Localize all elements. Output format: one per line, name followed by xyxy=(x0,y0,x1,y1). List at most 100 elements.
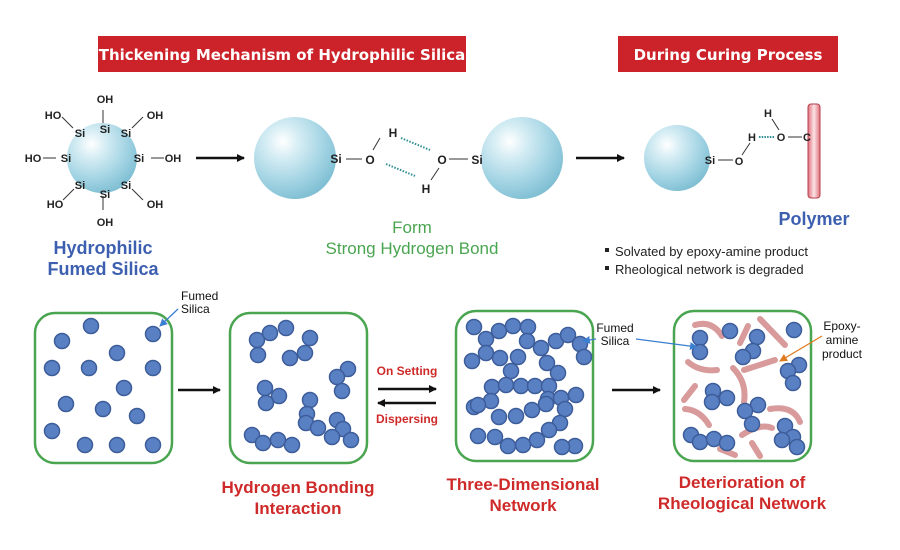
oh-lower-right: OH xyxy=(147,199,164,211)
network-silica-particle xyxy=(477,344,495,362)
polymer-label: Polymer xyxy=(778,209,849,229)
fumed-silica-particle xyxy=(144,325,162,343)
banner-curing-process: During Curing Process xyxy=(618,36,838,72)
clustered-silica-particle xyxy=(269,431,287,449)
clustered-silica-particle xyxy=(309,419,327,437)
strong-hydrogen-bond-label: Strong Hydrogen Bond xyxy=(326,239,499,258)
stage3-label-line2: Network xyxy=(489,496,557,515)
ho-upper-left: HO xyxy=(45,110,62,122)
hydrogen-bond-dash-top xyxy=(400,137,431,151)
h-top-label: H xyxy=(389,126,398,140)
stage-box-dispersed xyxy=(33,311,174,465)
fumed-silica-particle xyxy=(144,359,162,377)
callout-arrow-icon xyxy=(779,335,823,362)
hydrogen-bond-dash-bottom xyxy=(385,163,416,177)
bullet-icon xyxy=(605,266,609,270)
degraded-network-silica-particle xyxy=(788,438,806,456)
o-left-label: O xyxy=(365,153,374,167)
clustered-silica-particle xyxy=(333,382,351,400)
bullet-icon xyxy=(605,248,609,252)
si-curing-label: Si xyxy=(705,155,715,167)
bullet-solvated: Solvated by epoxy-amine product xyxy=(615,244,808,259)
callout-arrow-icon xyxy=(159,308,179,327)
callout-epoxy-1: Epoxy- xyxy=(823,319,860,333)
stage4-label-line1: Deterioration of xyxy=(679,473,806,492)
network-silica-particle xyxy=(526,377,544,395)
network-silica-particle xyxy=(469,396,487,414)
clustered-silica-particle xyxy=(281,349,299,367)
hydrogen-bond-pair: Si O H O Si H Form Strong Hydrogen Bond xyxy=(254,117,563,258)
network-silica-particle xyxy=(538,354,556,372)
degraded-network-silica-particle xyxy=(691,329,709,347)
clustered-silica-particle xyxy=(334,420,352,438)
degraded-network-silica-particle xyxy=(703,393,721,411)
fumed-silica-particle xyxy=(144,436,162,454)
hydrophilic-label: Hydrophilic xyxy=(53,238,152,258)
dispersing-label: Dispersing xyxy=(376,412,438,426)
clustered-silica-particle xyxy=(243,426,261,444)
fumed-silica-particle xyxy=(80,359,98,377)
si-left: Si xyxy=(61,153,71,165)
epoxy-amine-fragment xyxy=(717,446,738,458)
oh-top: OH xyxy=(97,94,114,106)
clustered-silica-particle xyxy=(296,344,314,362)
degraded-network-silica-particle xyxy=(721,322,739,340)
callout-epoxy-2: amine xyxy=(826,333,859,347)
network-silica-particle xyxy=(519,318,537,336)
fumed-silica-particle xyxy=(108,344,126,362)
si-lower-right: Si xyxy=(121,180,131,192)
callout-fumed-2: Fumed xyxy=(596,321,633,335)
callout-arrow-icon xyxy=(582,335,597,344)
network-silica-particle xyxy=(532,339,550,357)
clustered-silica-particle xyxy=(328,368,346,386)
network-silica-particle xyxy=(483,378,501,396)
hydrophilic-silica-molecule: OH Si HO Si OH Si HO Si Si OH Si Si Si H… xyxy=(25,94,182,279)
h-polymer-label: H xyxy=(764,108,772,120)
network-silica-particle xyxy=(469,427,487,445)
fumed-silica-particle xyxy=(115,379,133,397)
network-silica-particle xyxy=(575,348,593,366)
fumed-silica-particle xyxy=(57,395,75,413)
stage4-label-line2: Rheological Network xyxy=(658,494,827,513)
fumed-silica-particle xyxy=(128,407,146,425)
epoxy-amine-fragment xyxy=(767,405,803,425)
fumed-silica-label: Fumed Silica xyxy=(47,259,159,279)
fumed-silica-particle xyxy=(43,422,61,440)
degraded-network-silica-particle xyxy=(743,415,761,433)
epoxy-amine-fragment xyxy=(757,316,788,348)
clustered-silica-particle xyxy=(277,319,295,337)
fumed-silica-particle xyxy=(94,400,112,418)
o-curing-label: O xyxy=(735,156,744,168)
clustered-silica-particle xyxy=(257,394,275,412)
stage3-label-line1: Three-Dimensional xyxy=(446,475,599,494)
epoxy-amine-fragment xyxy=(692,320,725,339)
network-silica-particle xyxy=(523,401,541,419)
on-setting-label: On Setting xyxy=(377,364,438,378)
clustered-silica-particle xyxy=(256,379,274,397)
degraded-network-silica-particle xyxy=(736,402,754,420)
c-polymer-label: C xyxy=(803,132,811,144)
fumed-silica-particle xyxy=(108,436,126,454)
callout-silica-1: Silica xyxy=(181,302,210,316)
degraded-network-silica-particle xyxy=(734,348,752,366)
network-silica-particle xyxy=(463,352,481,370)
epoxy-amine-fragment xyxy=(741,357,778,373)
network-silica-particle xyxy=(502,362,520,380)
clustered-silica-particle xyxy=(261,324,279,342)
network-silica-particle xyxy=(499,437,517,455)
clustered-silica-particle xyxy=(301,329,319,347)
fumed-silica-particle xyxy=(43,359,61,377)
bullet-network-degraded: Rheological network is degraded xyxy=(615,262,804,277)
ho-left: HO xyxy=(25,153,42,165)
network-silica-particle xyxy=(549,364,567,382)
callout-arrow-icon xyxy=(635,338,698,351)
epoxy-amine-fragment xyxy=(737,323,751,346)
network-silica-particle xyxy=(540,421,558,439)
oh-right: OH xyxy=(165,153,182,165)
fumed-silica-particle xyxy=(53,332,71,350)
degraded-network-silica-particle xyxy=(784,374,802,392)
network-silica-particle xyxy=(518,332,536,350)
network-silica-particle xyxy=(507,407,525,425)
h-curing-label: H xyxy=(748,132,756,144)
fumed-silica-particle xyxy=(82,317,100,335)
